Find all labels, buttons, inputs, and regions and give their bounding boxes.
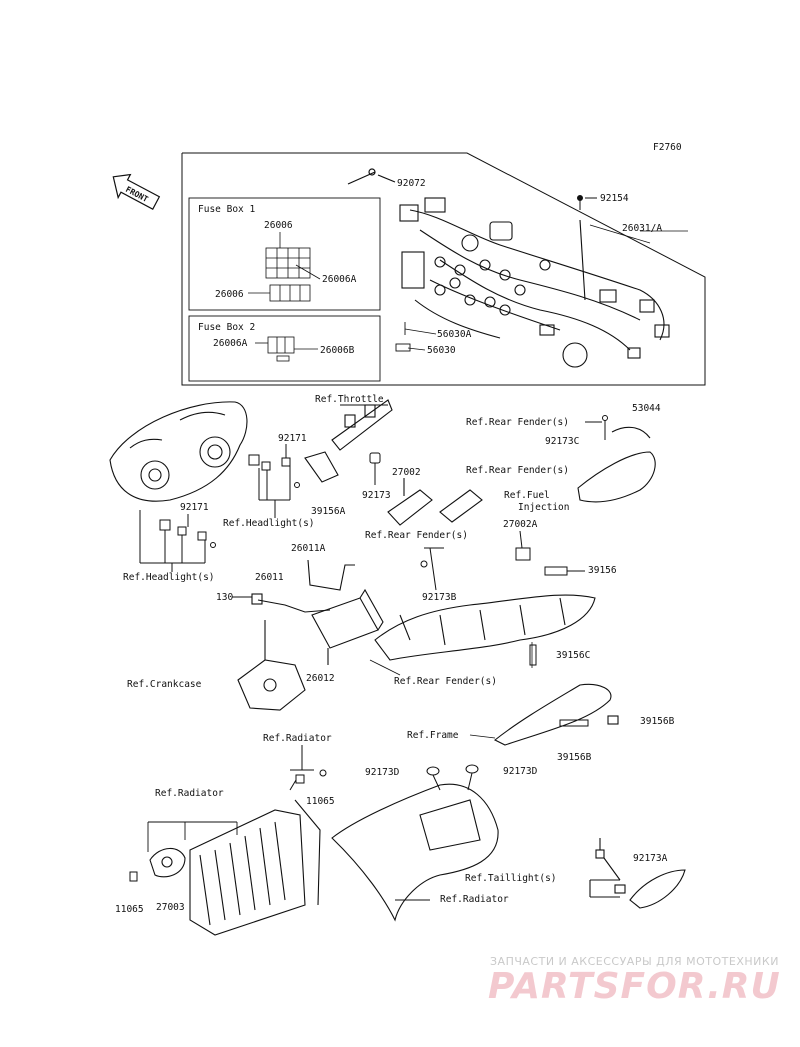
ref-taillight: Ref.Taillight(s) — [465, 873, 557, 884]
fuse-block-2-icon — [255, 336, 318, 362]
fuse-box-1-part-left: 26006 — [215, 289, 244, 300]
fuse-box-1-title: Fuse Box 1 — [198, 204, 255, 215]
crankcase-icon — [237, 620, 306, 711]
diagram-id: F2760 — [653, 142, 682, 153]
ref-headlight-lower: Ref.Headlight(s) — [123, 572, 215, 583]
callout-39156B-lower: 39156B — [557, 752, 592, 763]
callout-92173A: 92173A — [633, 853, 668, 864]
ref-headlight-upper: Ref.Headlight(s) — [223, 518, 315, 529]
pad-39156C-icon — [529, 644, 537, 666]
fuse-block-1-icon — [248, 232, 321, 302]
callout-92173C: 92173C — [545, 436, 579, 447]
callout-92154: 92154 — [600, 193, 629, 204]
battery-cables-icon — [232, 559, 355, 613]
callout-27002: 27002 — [392, 467, 421, 478]
callout-26031A: 26031/A — [622, 223, 662, 234]
watermark-subtitle: ЗАПЧАСТИ И АКСЕССУАРЫ ДЛЯ МОТОТЕХНИКИ — [490, 955, 779, 968]
callout-39156C: 39156C — [556, 650, 590, 661]
grommet-11065-icon — [129, 871, 138, 882]
ref-rear-fender-d: Ref.Rear Fender(s) — [394, 676, 497, 687]
fuse-box-1-panel: Fuse Box 1 26006 26006A 26006 — [188, 197, 381, 311]
fuse-box-1-part-right: 26006A — [322, 274, 357, 285]
battery-26012-icon — [311, 588, 384, 665]
leader-ref-frame — [469, 734, 496, 739]
front-arrow-icon: FRONT — [112, 173, 161, 210]
ref-rear-fender-b: Ref.Rear Fender(s) — [466, 465, 569, 476]
frame-section-icon — [493, 683, 619, 746]
ref-crankcase: Ref.Crankcase — [127, 679, 202, 690]
clips-92171-lower-icon — [139, 510, 216, 572]
fuse-box-1-part-top: 26006 — [264, 220, 293, 231]
watermark-logo: PARTSFOR.RU — [488, 966, 781, 1007]
callout-92171-upper: 92171 — [278, 433, 307, 444]
callout-92173D-left: 92173D — [365, 767, 400, 778]
callout-92173: 92173 — [362, 490, 391, 501]
callout-26011A: 26011A — [291, 543, 326, 554]
relay-27002A-icon — [515, 530, 531, 561]
throttle-body-icon — [331, 399, 393, 451]
callout-53044: 53044 — [632, 403, 661, 414]
ref-rear-fender-a: Ref.Rear Fender(s) — [466, 417, 569, 428]
callout-92171-lower: 92171 — [180, 502, 209, 513]
ref-throttle: Ref.Throttle — [315, 394, 384, 405]
clip-92173B-icon — [420, 547, 444, 591]
lower-cowl-icon — [331, 783, 499, 922]
rear-cover-53044-icon — [577, 426, 656, 503]
ref-radiator-top: Ref.Radiator — [263, 733, 332, 744]
ref-frame: Ref.Frame — [407, 730, 459, 741]
fuse-box-2-panel: Fuse Box 2 26006A 26006B — [188, 315, 381, 382]
headlight-assembly-icon — [109, 401, 248, 502]
callout-39156A: 39156A — [311, 506, 346, 517]
callout-11065-left: 11065 — [115, 904, 144, 915]
callout-11065-right: 11065 — [306, 796, 335, 807]
ref-fuel-injection-1: Ref.Fuel — [504, 490, 550, 501]
bolt-92154-icon — [577, 195, 597, 210]
bolt-92173C-icon — [585, 415, 608, 440]
radiator-left-leaders — [147, 821, 238, 852]
fuse-box-2-part-right: 26006B — [320, 345, 355, 356]
ecu-27002-icon — [387, 478, 483, 526]
callout-92173D-right: 92173D — [503, 766, 538, 777]
radiator-icon — [189, 799, 321, 936]
rear-fender-frame-icon — [374, 594, 596, 661]
callout-92072: 92072 — [397, 178, 426, 189]
callout-26011: 26011 — [255, 572, 284, 583]
callout-26012: 26012 — [306, 673, 335, 684]
leader-56030A — [404, 328, 437, 335]
fuse-box-2-part-left: 26006A — [213, 338, 248, 349]
ref-rear-fender-c: Ref.Rear Fender(s) — [365, 530, 468, 541]
callout-27002A: 27002A — [503, 519, 538, 530]
callout-39156: 39156 — [588, 565, 617, 576]
reservoir-27003-icon — [149, 847, 186, 878]
ref-radiator-bottom: Ref.Radiator — [440, 894, 509, 905]
harness-box-outline — [181, 152, 706, 386]
callout-27003: 27003 — [156, 902, 185, 913]
ref-radiator-left: Ref.Radiator — [155, 788, 224, 799]
callout-92173B: 92173B — [422, 592, 457, 603]
ref-fuel-injection-2: Injection — [518, 502, 569, 513]
fuse-slips-icon — [395, 322, 411, 352]
callout-56030A: 56030A — [437, 329, 472, 340]
main-wiring-harness-icon — [399, 197, 670, 368]
leader-56030 — [407, 347, 426, 351]
pad-39156B-icon — [559, 719, 589, 727]
fuse-box-2-title: Fuse Box 2 — [198, 322, 255, 333]
callout-56030: 56030 — [427, 345, 456, 356]
taillight-icon — [589, 838, 686, 909]
callout-39156B-upper: 39156B — [640, 716, 675, 727]
radiator-bolts-icon — [289, 745, 327, 791]
clips-92173D-icon — [426, 764, 479, 791]
clips-92171-upper-icon — [248, 444, 300, 518]
pad-39156-icon — [544, 566, 585, 576]
clip-92072-icon — [347, 168, 396, 185]
leader-rear-fender-d — [369, 659, 401, 676]
bracket-39156A-icon — [304, 451, 339, 483]
callout-130: 130 — [216, 592, 233, 603]
leader-26031-b — [589, 224, 651, 244]
clip-92173-icon — [369, 452, 381, 485]
